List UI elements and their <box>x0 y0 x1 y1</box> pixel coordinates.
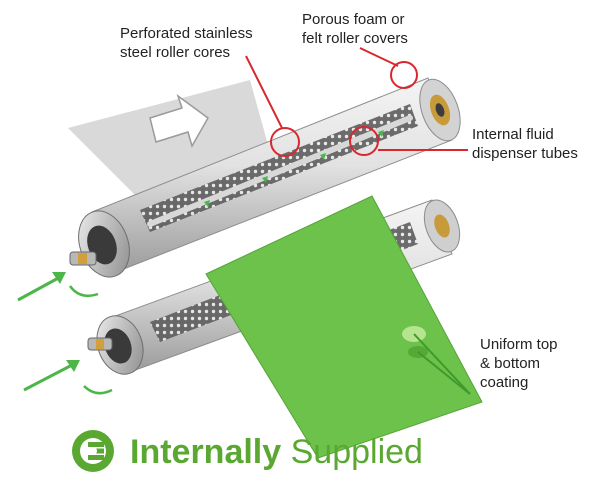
covers-highlight <box>390 61 418 89</box>
rotation-arrows <box>68 285 113 395</box>
callout-coating: Uniform top & bottom coating <box>480 336 558 391</box>
cores-highlight <box>270 127 300 157</box>
brand-title: Internally Supplied <box>130 432 423 472</box>
dispenser-tube <box>147 115 413 227</box>
callout-leaders <box>245 47 468 157</box>
callout-roller-covers: Porous foam or felt roller covers <box>302 11 408 47</box>
feed-arrow-icon <box>149 94 209 148</box>
brand-title-light: Supplied <box>281 433 423 471</box>
callout-roller-cores: Perforated stainless steel roller cores <box>120 25 253 61</box>
fluid-supply-icon <box>72 430 114 472</box>
tubes-highlight <box>349 126 379 156</box>
coating-leaders <box>413 333 471 395</box>
callout-dispenser-tubes: Internal fluid dispenser tubes <box>472 126 578 162</box>
brand-title-bold: Internally <box>130 433 282 471</box>
tube-flow-arrows <box>204 130 384 207</box>
inlet-arrows <box>17 272 80 392</box>
brand-banner: Internally Supplied <box>70 428 470 476</box>
coated-sheet <box>205 195 483 459</box>
